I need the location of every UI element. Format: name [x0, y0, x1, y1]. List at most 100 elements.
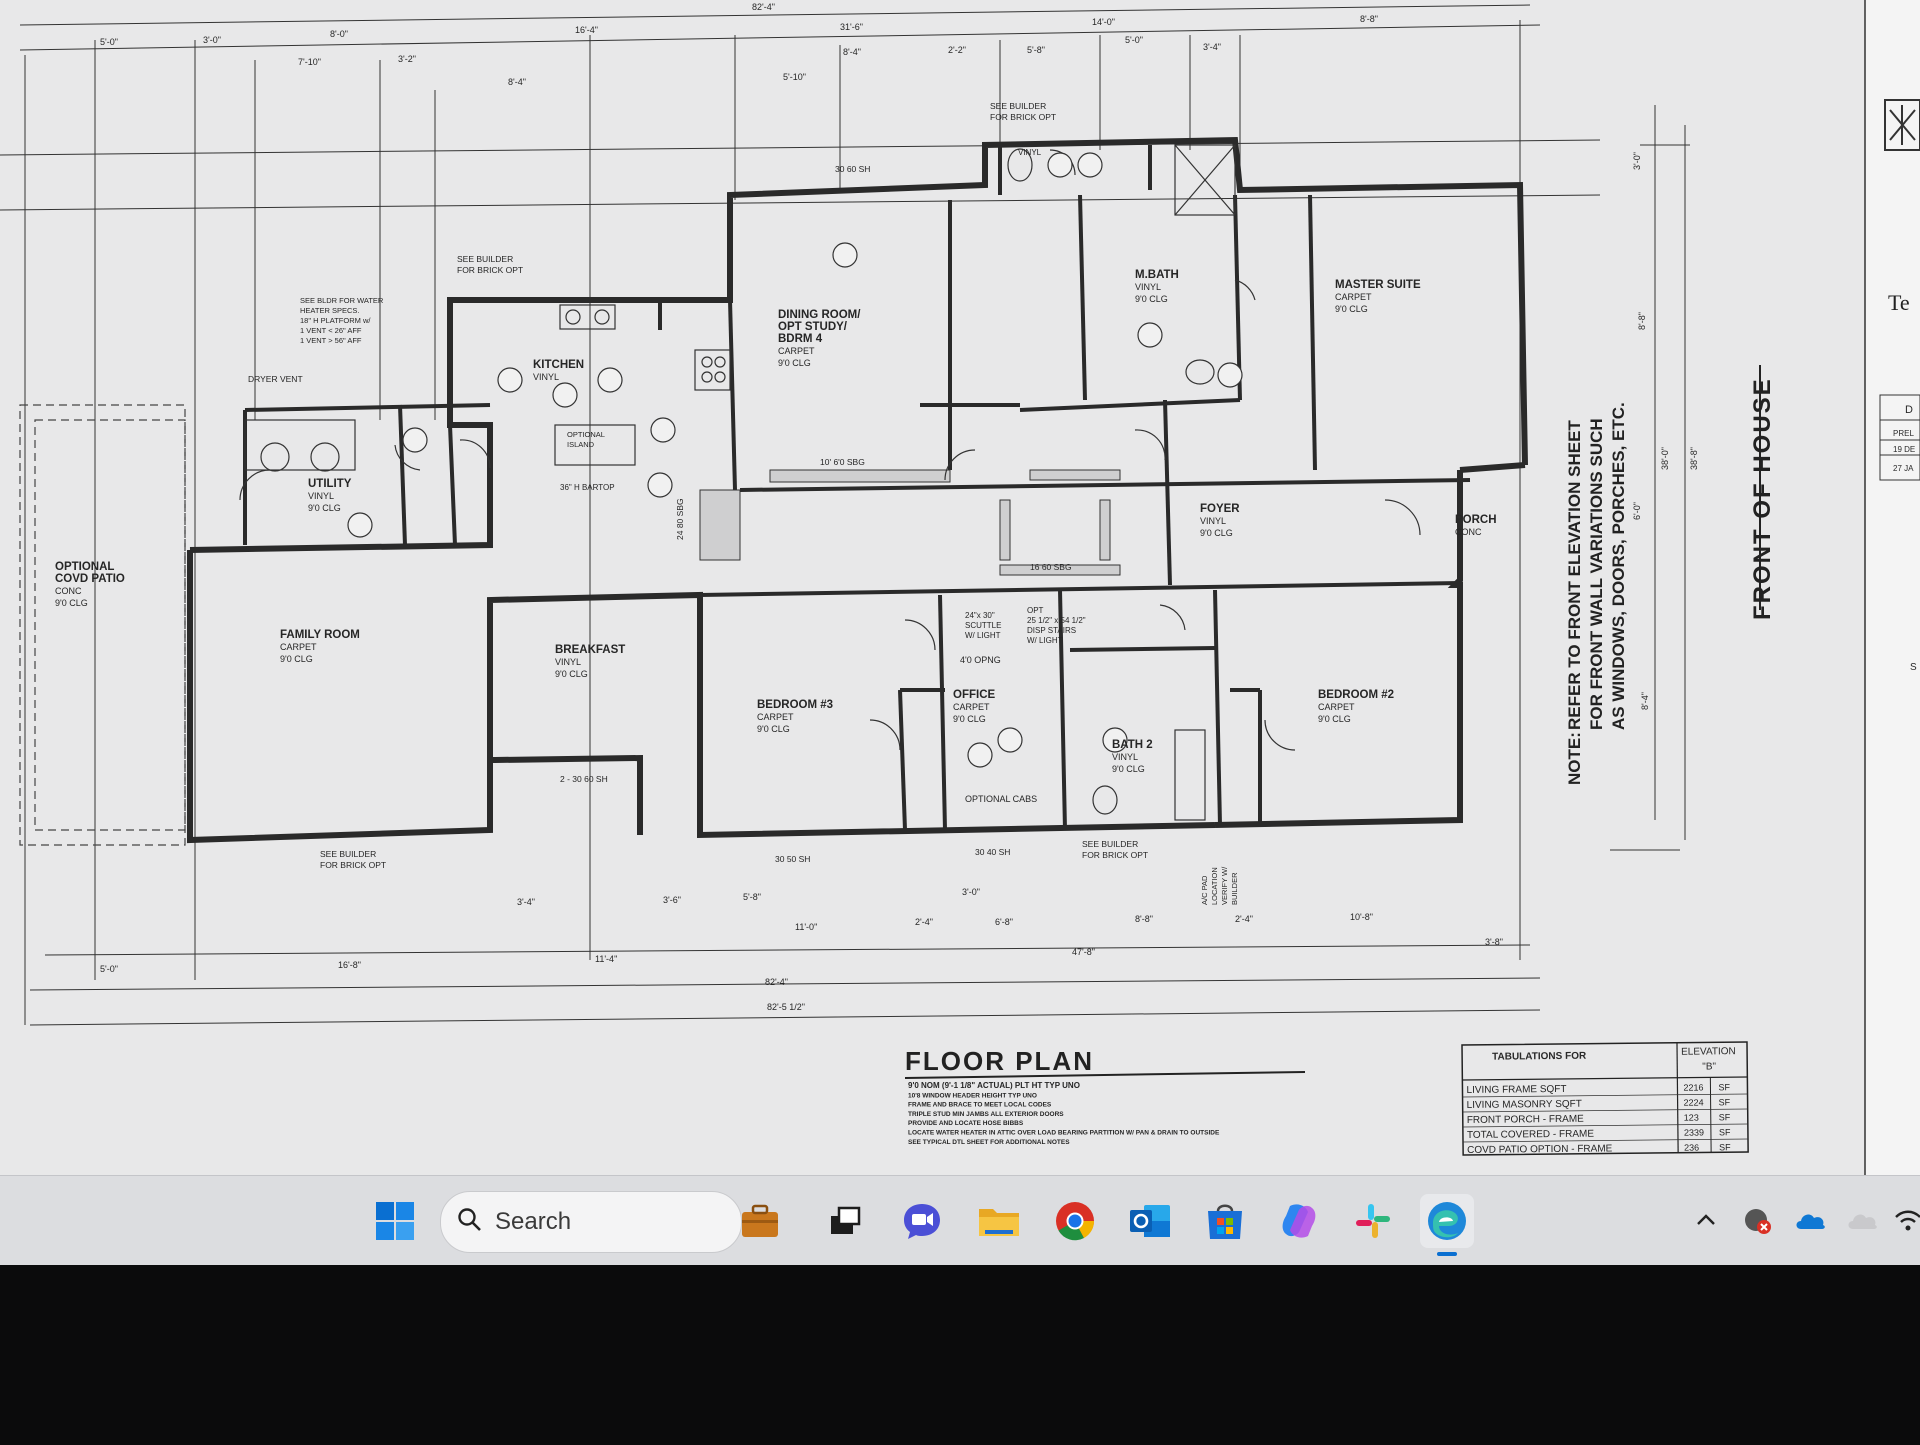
note-label: NOTE: — [1565, 732, 1584, 785]
stairs-label: DISP STAIRS — [1027, 626, 1076, 635]
plan-note-line: FRAME AND BRACE TO MEET LOCAL CODES — [908, 1102, 1052, 1109]
dimension-bottom: 11'-4" — [595, 954, 617, 964]
room-label-mbath: VINYL — [1135, 282, 1161, 292]
work-briefcase-icon[interactable] — [733, 1194, 787, 1248]
dimension-top: 5'-0" — [100, 37, 118, 47]
tabulation-header: TABULATIONS FOR — [1492, 1051, 1587, 1063]
see-builder-note: SEE BUILDER — [1082, 839, 1138, 849]
chrome-icon[interactable] — [1048, 1194, 1102, 1248]
bartop-label: 36" H BARTOP — [560, 483, 615, 492]
ac-pad-label: VERIFY W/ — [1220, 866, 1229, 905]
tabulation-row-divider — [1462, 1108, 1748, 1113]
outlook-icon[interactable] — [1123, 1194, 1177, 1248]
room-label-mbath: 9'0 CLG — [1135, 294, 1168, 304]
chevron-up-icon[interactable] — [1686, 1200, 1726, 1240]
plan-note-line: SEE TYPICAL DTL SHEET FOR ADDITIONAL NOT… — [908, 1139, 1070, 1146]
svg-text:PREL: PREL — [1893, 429, 1914, 438]
file-explorer-icon[interactable] — [972, 1194, 1026, 1248]
svg-text:27 JA: 27 JA — [1893, 464, 1914, 473]
tabulation-row-label: FRONT PORCH - FRAME — [1467, 1114, 1584, 1126]
dimension-top: 8'-4" — [508, 77, 526, 87]
room-label-dining: BDRM 4 — [778, 333, 823, 345]
tabulation-row-value: 2216 — [1683, 1082, 1703, 1092]
task-view-icon[interactable] — [818, 1194, 872, 1248]
plan-notes: 9'0 NOM (9'-1 1/8" ACTUAL) PLT HT TYP UN… — [908, 1081, 1220, 1146]
room-label-kitchen: VINYL — [533, 372, 559, 382]
dimension-bottom: 5'-8" — [743, 892, 761, 902]
window-callout: 2 - 30 60 SH — [560, 774, 608, 784]
vpn-shield-icon[interactable] — [1738, 1200, 1778, 1240]
dimension-right: 8'-8" — [1637, 312, 1647, 330]
search-icon — [457, 1207, 483, 1238]
wifi-icon[interactable] — [1888, 1200, 1920, 1240]
dimension-right: 8'-4" — [1640, 692, 1650, 710]
plan-title: FLOOR PLAN — [905, 1046, 1094, 1076]
dimension-top: 5'-0" — [1125, 35, 1143, 45]
stairs-label: OPT — [1027, 606, 1044, 615]
tabulation-row-divider — [1463, 1138, 1749, 1143]
room-label-utility: VINYL — [308, 491, 334, 501]
see-builder-note: FOR BRICK OPT — [990, 112, 1056, 122]
tabulation-row-unit: SF — [1719, 1097, 1731, 1107]
ac-pad-label: A/C PAD — [1200, 875, 1209, 905]
dimension-top: 82'-4" — [752, 2, 775, 12]
tabulation-row-unit: SF — [1719, 1112, 1731, 1122]
logo-mark-icon — [1884, 99, 1920, 151]
tabulation-row-value: 2339 — [1684, 1127, 1704, 1137]
tabulation-row-unit: SF — [1719, 1127, 1731, 1137]
dimension-top: 14'-0" — [1092, 17, 1115, 27]
windows-start-icon[interactable] — [368, 1194, 422, 1248]
monitor-bezel — [0, 1265, 1920, 1445]
room-label-bedroom3: BEDROOM #3 — [757, 699, 833, 711]
tabulation-row-divider — [1462, 1093, 1748, 1098]
window-callout: 30 50 SH — [775, 854, 810, 864]
water-heater-note: 18" H PLATFORM w/ — [300, 316, 371, 325]
elevation-value: "B" — [1702, 1061, 1716, 1072]
dimension-top: 3'-2" — [398, 54, 416, 64]
onedrive-cloud-icon[interactable] — [1842, 1200, 1882, 1240]
dimension-bottom: 6'-8" — [995, 917, 1013, 927]
dimension-labels: 82'-4"16'-4"31'-6"14'-0"8'-8"5'-0"3'-0"8… — [100, 2, 1699, 1012]
plan-note-line: LOCATE WATER HEATER IN ATTIC OVER LOAD B… — [908, 1130, 1220, 1137]
room-label-bath2: 9'0 CLG — [1112, 764, 1145, 774]
video-chat-icon[interactable] — [895, 1194, 949, 1248]
room-label-family: FAMILY ROOM — [280, 629, 360, 641]
dimension-right: 3'-0" — [1632, 152, 1642, 170]
room-label-utility: 9'0 CLG — [308, 503, 341, 513]
room-label-porch: CONC — [1455, 527, 1482, 537]
note-line: AS WINDOWS, DOORS, PORCHES, ETC. — [1609, 402, 1628, 730]
water-heater-note: 1 VENT < 26" AFF — [300, 326, 362, 335]
plan-note-line: 10'8 WINDOW HEADER HEIGHT TYP UNO — [908, 1092, 1037, 1099]
ac-pad-label: LOCATION — [1210, 867, 1219, 905]
plan-note-line: 9'0 NOM (9'-1 1/8" ACTUAL) PLT HT TYP UN… — [908, 1081, 1080, 1090]
room-label-patio: OPTIONAL — [55, 561, 114, 573]
room-label-breakfast: BREAKFAST — [555, 644, 625, 656]
see-builder-note: FOR BRICK OPT — [320, 860, 386, 870]
dimension-bottom: 3'-0" — [962, 887, 980, 897]
onedrive-cloud-icon[interactable] — [1790, 1200, 1830, 1240]
tabulation-row-value: 123 — [1684, 1113, 1699, 1123]
search-box[interactable]: Search — [440, 1191, 742, 1253]
elevation-header: ELEVATION — [1681, 1046, 1736, 1058]
optional-cabs-label: OPTIONAL CABS — [965, 794, 1037, 804]
optional-island-label: OPTIONAL — [567, 430, 605, 439]
scuttle-label: SCUTTLE — [965, 621, 1001, 630]
svg-text:FRONT OF HOUSE: FRONT OF HOUSE — [1749, 377, 1776, 620]
window-callout: 16 60 SBG — [1030, 562, 1072, 572]
slack-icon[interactable] — [1346, 1194, 1400, 1248]
dimension-bottom: 16'-8" — [338, 960, 361, 970]
room-label-foyer: FOYER — [1200, 503, 1240, 515]
tabulation-row-unit: SF — [1719, 1142, 1731, 1152]
dimension-bottom: 3'-8" — [1485, 937, 1503, 947]
dimension-bottom: 5'-0" — [100, 964, 118, 974]
windows-taskbar: Search — [0, 1175, 1920, 1265]
room-label-porch: PORCH — [1455, 514, 1497, 526]
dimension-bottom: 2'-4" — [1235, 914, 1253, 924]
copilot-icon[interactable] — [1272, 1194, 1326, 1248]
water-heater-note: 1 VENT > 56" AFF — [300, 336, 362, 345]
search-placeholder: Search — [495, 1208, 572, 1235]
edge-icon[interactable] — [1420, 1194, 1474, 1256]
store-icon[interactable] — [1198, 1194, 1252, 1248]
room-label-utility: UTILITY — [308, 478, 352, 490]
